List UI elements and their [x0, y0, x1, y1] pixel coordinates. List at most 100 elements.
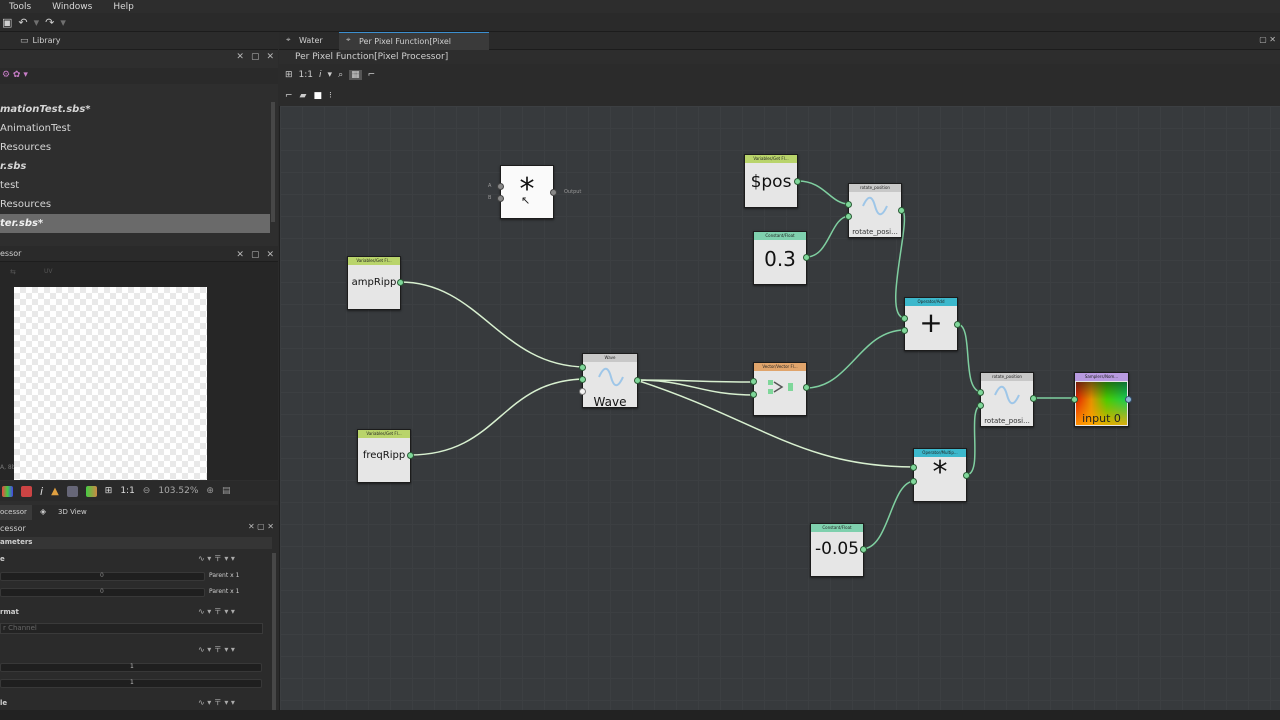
library-item[interactable]: test	[0, 180, 20, 191]
constant-float-node[interactable]: Constant/Float -0.05	[810, 523, 867, 577]
undo-icon[interactable]: ↶	[18, 15, 28, 29]
operator-multiply-node[interactable]: Operator/Multip... *	[910, 448, 970, 502]
param-function-icon[interactable]: ∿ ▾ 〒 ▾ ▾	[198, 698, 235, 707]
frame-icon[interactable]: ⊞	[285, 70, 293, 80]
menu-tools[interactable]: Tools	[9, 1, 32, 12]
sampler-node[interactable]: Samplers/Nom... input 0	[1071, 372, 1132, 427]
param-slider[interactable]	[0, 588, 205, 597]
input-port[interactable]	[977, 402, 984, 409]
arrows-icon[interactable]: ⇆	[10, 268, 16, 276]
output-port[interactable]	[898, 207, 905, 214]
input-port[interactable]	[1071, 396, 1078, 403]
snap-icon[interactable]: ▦	[349, 70, 362, 80]
params-tab[interactable]: ocessor	[0, 505, 32, 520]
constant-float-node[interactable]: Constant/Float 0.3	[753, 231, 810, 285]
dropdown-icon[interactable]: ▾	[327, 70, 333, 80]
param-function-icon[interactable]: ∿ ▾ 〒 ▾ ▾	[198, 607, 235, 616]
library-item[interactable]: ter.sbs*	[0, 214, 270, 233]
input-port[interactable]	[845, 213, 852, 220]
output-port[interactable]	[550, 189, 557, 196]
ratio-button[interactable]: 1:1	[120, 486, 135, 496]
operator-add-node[interactable]: Operator/Add +	[901, 297, 961, 351]
close-icon[interactable]: ✕	[266, 52, 274, 62]
input-port-a[interactable]	[497, 183, 504, 190]
output-port[interactable]	[1125, 396, 1132, 403]
pin-icon[interactable]: ✕	[236, 250, 244, 260]
frame-box-icon[interactable]: ■	[313, 91, 322, 101]
redo-dropdown-icon[interactable]: ▾	[60, 15, 66, 29]
library-tab[interactable]: Library	[32, 36, 61, 45]
library-item[interactable]: mationTest.sbs*	[0, 104, 91, 115]
input-port[interactable]	[579, 364, 586, 371]
alpha-icon[interactable]	[85, 485, 97, 497]
node-icon[interactable]: ⌐	[285, 91, 293, 101]
wave-node[interactable]: Wave Wave	[579, 353, 641, 409]
params-panel-controls[interactable]: ✕ ▢ ✕	[247, 522, 274, 531]
param-relative[interactable]: Parent x 1	[209, 572, 240, 579]
rgba-icon[interactable]	[66, 485, 78, 497]
library-item[interactable]: Resources	[0, 199, 52, 210]
link-icon[interactable]: ⌐	[367, 70, 376, 80]
input-port[interactable]	[901, 327, 908, 334]
histogram-icon[interactable]: ▲	[51, 485, 59, 497]
rotate-position-node[interactable]: rotate_position rotate_posi...	[845, 183, 905, 238]
tab-water[interactable]: Water	[299, 36, 323, 45]
input-port[interactable]	[845, 201, 852, 208]
library-scrollbar[interactable]	[271, 102, 275, 222]
param-slider[interactable]	[0, 679, 262, 688]
graph-panel-controls[interactable]: ▢ ✕	[1259, 35, 1276, 44]
param-relative[interactable]: Parent x 1	[209, 588, 240, 595]
input-port[interactable]	[750, 378, 757, 385]
3d-view-tab[interactable]: 3D View	[58, 508, 87, 516]
output-port[interactable]	[407, 452, 414, 459]
freq-ripple-node[interactable]: Variables/Get Fl... freqRipp	[357, 429, 414, 483]
output-port[interactable]	[397, 279, 404, 286]
comment-icon[interactable]: ▰	[299, 91, 307, 101]
rgb-icon[interactable]	[2, 485, 13, 497]
input-port[interactable]	[579, 376, 586, 383]
param-slider[interactable]	[0, 663, 262, 672]
param-slider[interactable]	[0, 572, 205, 581]
save-icon[interactable]: ▣	[2, 15, 13, 29]
output-node[interactable]: *	[497, 165, 557, 219]
menu-help[interactable]: Help	[113, 1, 134, 12]
close-icon[interactable]: ✕	[266, 250, 274, 260]
library-item[interactable]: r.sbs	[0, 161, 27, 172]
input-port[interactable]	[977, 389, 984, 396]
output-port[interactable]	[1030, 395, 1037, 402]
output-port[interactable]	[963, 472, 970, 479]
menu-windows[interactable]: Windows	[52, 1, 93, 12]
output-port[interactable]	[803, 254, 810, 261]
output-port[interactable]	[954, 321, 961, 328]
param-function-icon[interactable]: ∿ ▾ 〒 ▾ ▾	[198, 554, 235, 563]
vector-float-node[interactable]: Vector/Vector Fl...	[750, 362, 810, 416]
preview-settings-icon[interactable]: ▤	[221, 486, 231, 496]
library-item[interactable]: Resources	[0, 142, 52, 153]
pos-variable-node[interactable]: Variables/Get Fl... $pos	[744, 154, 801, 208]
input-port[interactable]	[901, 315, 908, 322]
search-icon[interactable]: ⌕	[338, 70, 344, 80]
params-section-header[interactable]: ameters	[0, 537, 272, 549]
output-port[interactable]	[860, 546, 867, 553]
input-port[interactable]	[910, 464, 917, 471]
filter-icon[interactable]: ⚙ ✿ ▾	[2, 70, 28, 80]
ratio-button[interactable]: 1:1	[298, 70, 314, 80]
undo-dropdown-icon[interactable]: ▾	[33, 15, 40, 29]
pin-icon[interactable]: ⁝	[328, 91, 332, 101]
output-port[interactable]	[803, 384, 810, 391]
float-icon[interactable]: ▢	[250, 52, 260, 62]
output-port[interactable]	[634, 377, 641, 384]
zoom-out-icon[interactable]: ⊖	[142, 486, 151, 496]
library-item[interactable]: AnimationTest	[0, 123, 71, 134]
input-port[interactable]	[579, 388, 586, 395]
zoom-in-icon[interactable]: ⊕	[206, 486, 214, 496]
channel-icon[interactable]	[21, 485, 32, 497]
params-scrollbar[interactable]	[272, 553, 276, 713]
format-field[interactable]: r Channel	[0, 623, 263, 634]
input-port-b[interactable]	[497, 195, 504, 202]
info-icon[interactable]: i	[319, 70, 322, 80]
preview-tab[interactable]: essor	[0, 249, 22, 258]
rotate-position-node[interactable]: rotate_position rotate_posi...	[977, 372, 1037, 427]
param-function-icon[interactable]: ∿ ▾ 〒 ▾ ▾	[198, 645, 235, 654]
pin-icon[interactable]: ✕	[236, 52, 244, 62]
